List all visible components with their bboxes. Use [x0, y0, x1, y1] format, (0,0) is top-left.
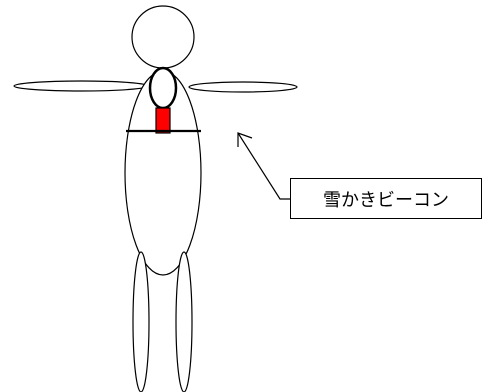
arrowhead-icon — [237, 132, 253, 147]
callout-label: 雪かきビーコン — [323, 189, 449, 211]
left-arm — [13, 80, 149, 92]
beacon-strap — [148, 66, 178, 110]
right-leg — [175, 251, 193, 392]
left-leg — [132, 251, 150, 392]
right-arm — [188, 81, 298, 93]
head — [131, 5, 195, 69]
callout-leader-line — [237, 132, 290, 200]
callout-label-box: 雪かきビーコン — [290, 178, 482, 219]
beacon-device — [155, 107, 171, 134]
